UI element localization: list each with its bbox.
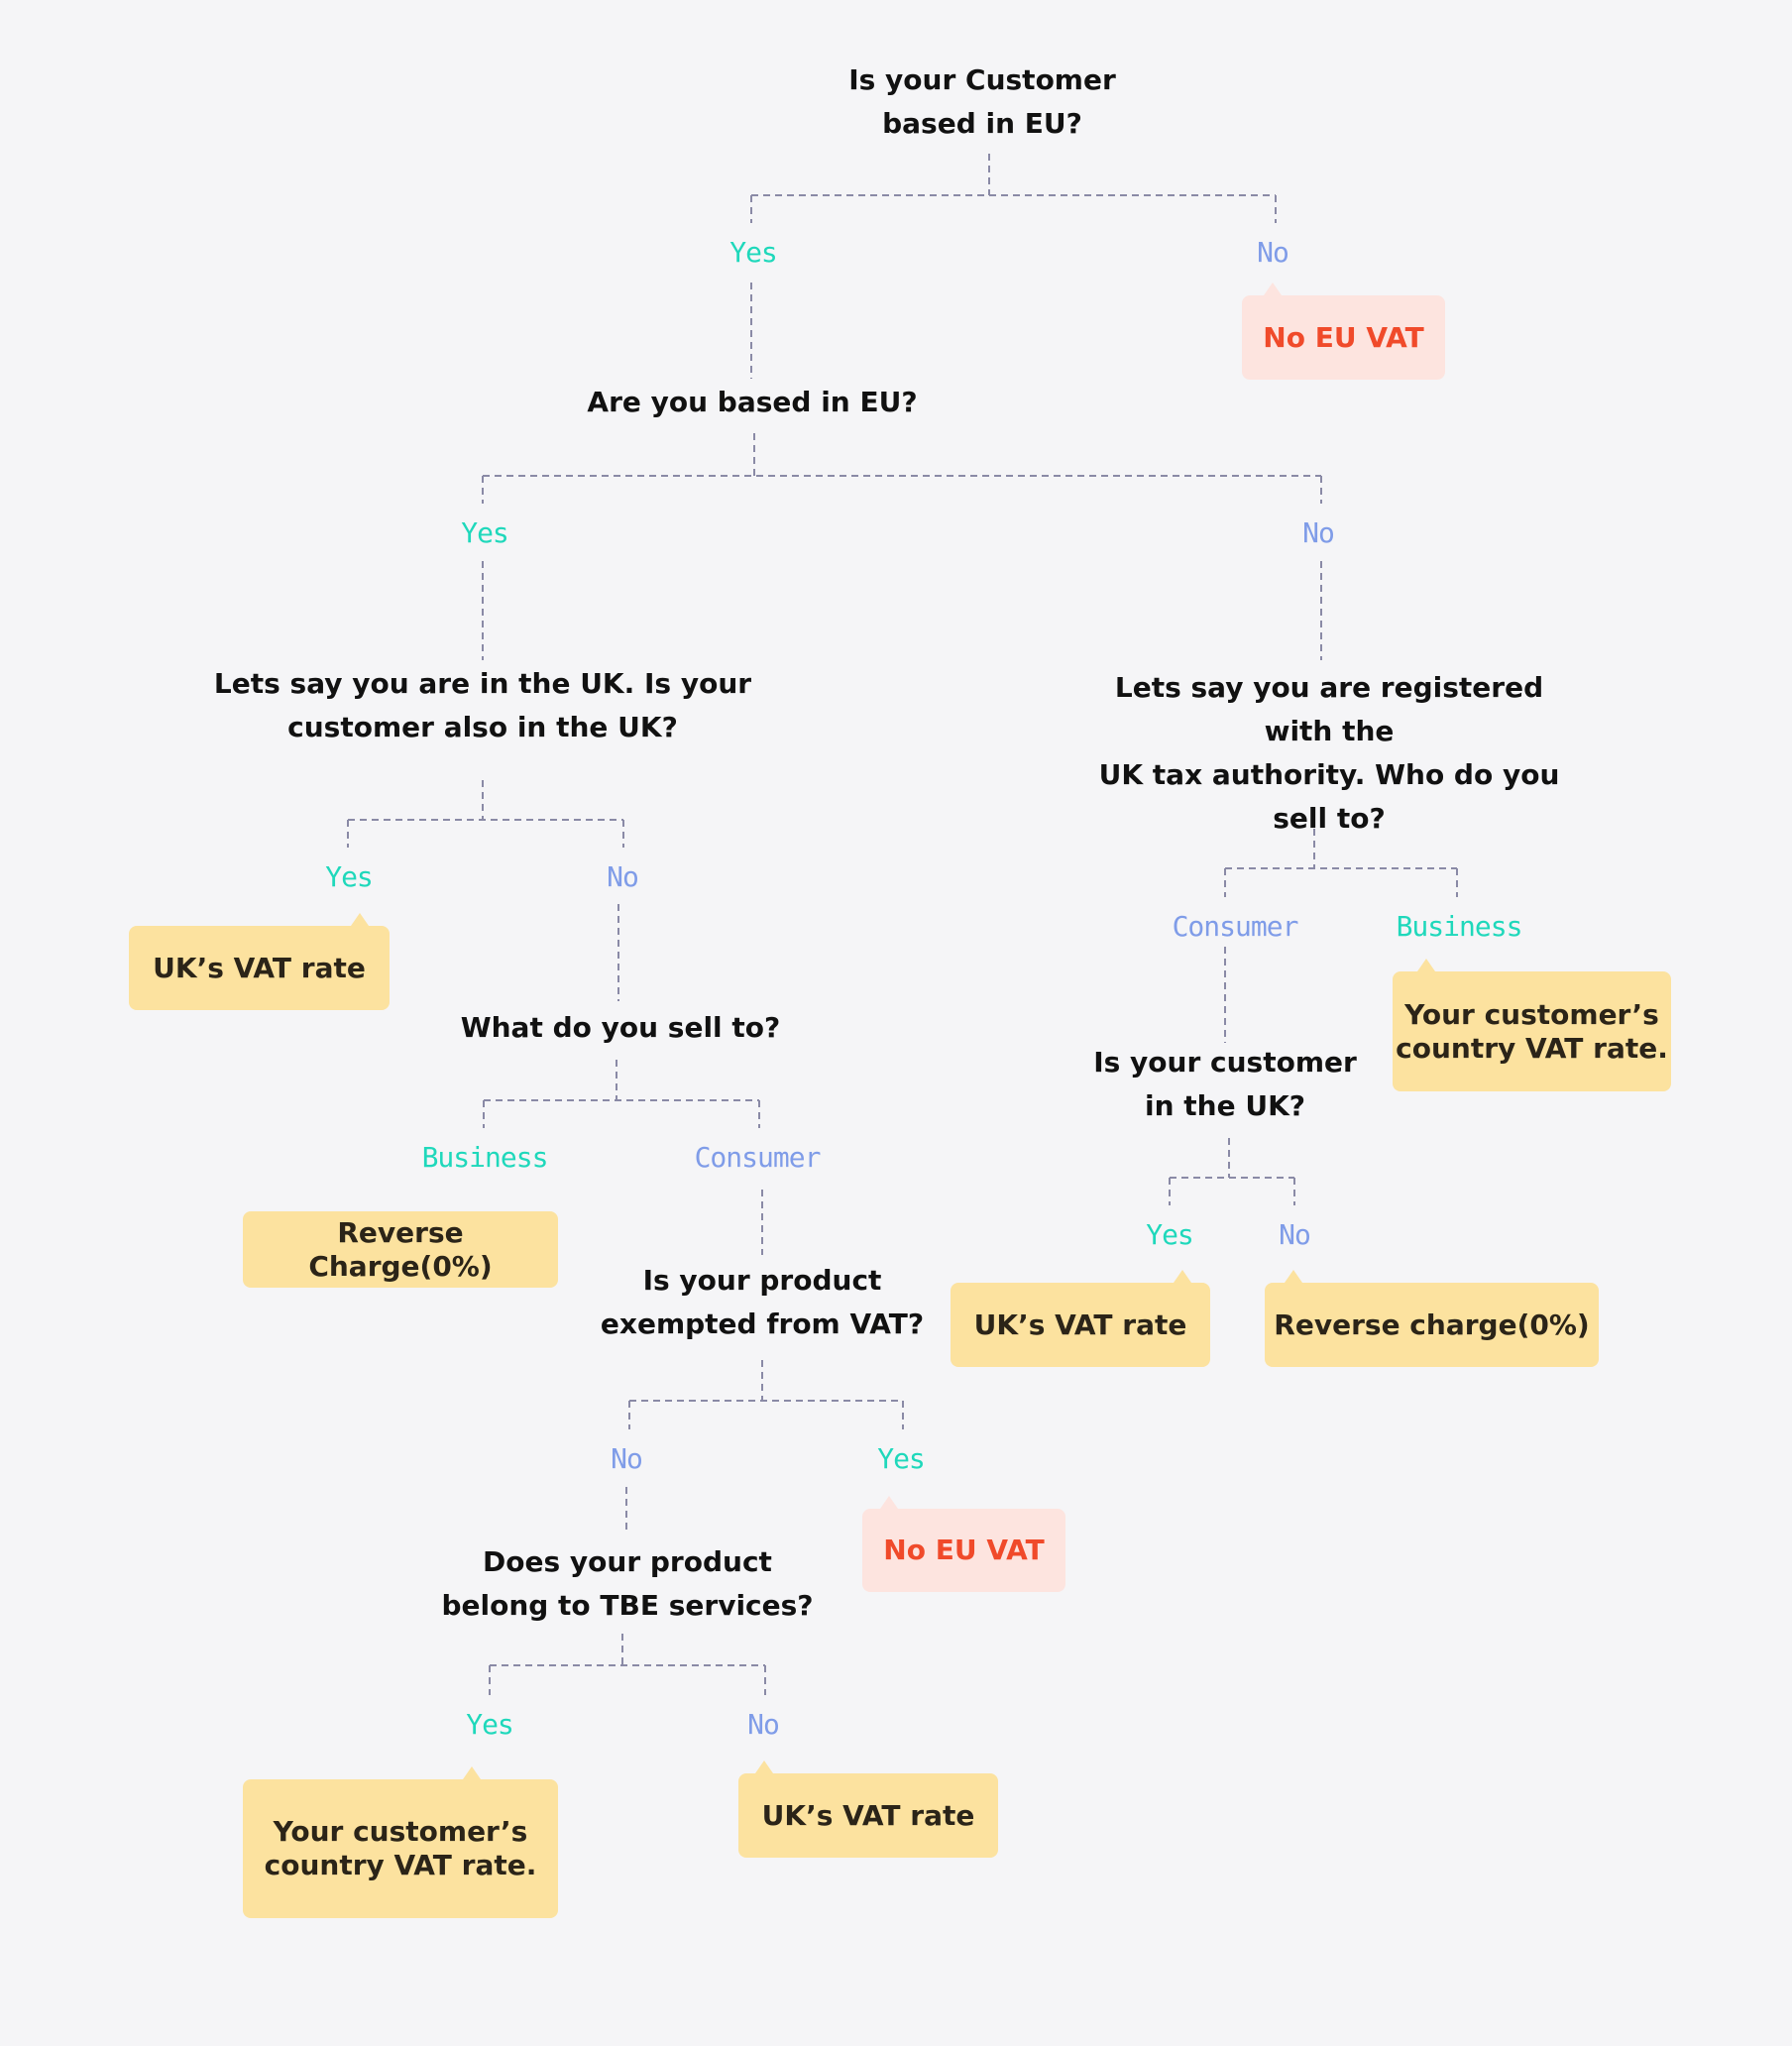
question-is-customer-in-uk: Is your customer in the UK? (1093, 1046, 1357, 1122)
question-customer-in-eu: Is your Customer based in EU? (848, 63, 1116, 140)
question-who-do-you-sell-to: Lets say you are registered with the UK … (1098, 671, 1560, 835)
question-you-in-eu: Are you based in EU? (587, 386, 918, 418)
result-text: UK’s VAT rate (153, 951, 366, 984)
connector-q3-no (617, 820, 624, 1001)
result-uk-vat-rate: UK’s VAT rate (129, 913, 390, 1010)
callout-tail (755, 1761, 773, 1773)
result-reverse-charge: Reverse charge(0%) (1265, 1270, 1599, 1367)
result-customer-country-vat: Your customer’s country VAT rate. (1393, 959, 1671, 1091)
question-what-do-you-sell-to: What do you sell to? (460, 1011, 781, 1044)
result-text: Your customer’s country VAT rate. (264, 1815, 537, 1881)
callout-tail (1417, 959, 1435, 971)
result-reverse-charge: Reverse Charge(0%) (243, 1211, 558, 1288)
label-q8-yes: Yes (466, 1708, 514, 1741)
question-customer-in-uk: Lets say you are in the UK. Is your cust… (213, 667, 752, 743)
result-uk-vat-rate: UK’s VAT rate (951, 1270, 1210, 1367)
label-q4-consumer: Consumer (1172, 910, 1299, 943)
callout-tail (1285, 1270, 1302, 1283)
result-no-eu-vat: No EU VAT (1242, 283, 1445, 380)
result-text: UK’s VAT rate (761, 1798, 975, 1832)
label-q2-yes: Yes (461, 516, 509, 549)
label-q8-no: No (747, 1708, 780, 1741)
result-uk-vat-rate: UK’s VAT rate (738, 1761, 998, 1858)
connector-q5-consumer (758, 1100, 763, 1255)
callout-tail (1264, 283, 1282, 295)
label-q7-yes: Yes (877, 1442, 926, 1475)
callout-tail (880, 1496, 898, 1509)
label-q2-no: No (1302, 516, 1335, 549)
label-q5-consumer: Consumer (694, 1141, 822, 1174)
question-product-exempted: Is your product exempted from VAT? (600, 1264, 925, 1340)
result-text: Your customer’s country VAT rate. (1396, 997, 1668, 1065)
result-text: No EU VAT (883, 1534, 1045, 1566)
label-q4-business: Business (1396, 910, 1523, 943)
callout-tail (463, 1766, 481, 1779)
result-no-eu-vat: No EU VAT (862, 1496, 1065, 1592)
label-q3-yes: Yes (325, 860, 374, 893)
result-text: UK’s VAT rate (973, 1307, 1187, 1341)
callout-tail (1174, 1270, 1191, 1283)
label-q5-business: Business (421, 1141, 549, 1174)
result-text: No EU VAT (1263, 320, 1424, 354)
result-text: Reverse Charge(0%) (308, 1215, 493, 1283)
result-customer-country-vat: Your customer’s country VAT rate. (243, 1766, 558, 1918)
result-text: Reverse charge(0%) (1274, 1307, 1590, 1341)
label-q1-yes: Yes (729, 236, 778, 269)
label-q7-no: No (611, 1442, 643, 1475)
callout-tail (351, 913, 369, 926)
label-q1-no: No (1257, 236, 1289, 269)
label-q6-yes: Yes (1146, 1218, 1194, 1251)
label-q6-no: No (1279, 1218, 1311, 1251)
question-tbe-services: Does your product belong to TBE services… (441, 1545, 814, 1622)
label-q3-no: No (607, 860, 639, 893)
